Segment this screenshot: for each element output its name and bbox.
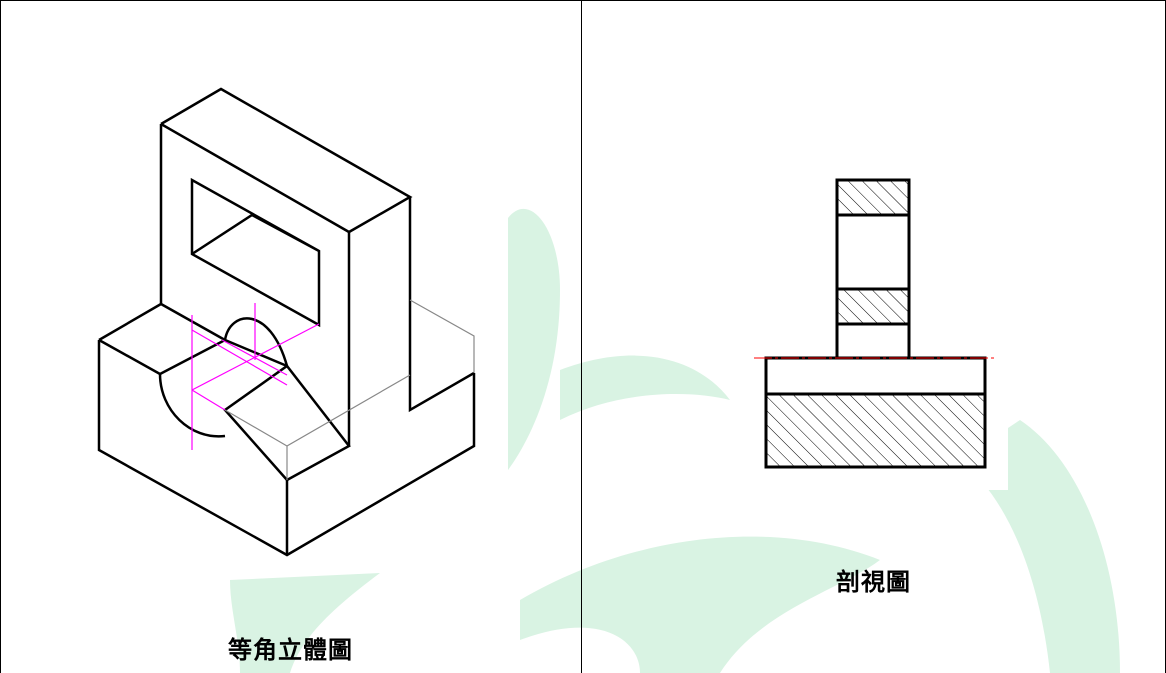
groove (159, 338, 288, 376)
construction-lines (191, 303, 320, 450)
upper-hatch-block (835, 178, 911, 217)
section-panel: 剖視圖 (582, 0, 1165, 673)
lower-hatch-block (835, 287, 911, 326)
base-left-top (98, 338, 161, 376)
upright-back-edge (408, 197, 475, 413)
semicircle-bore (158, 317, 289, 438)
column-divider (581, 0, 582, 673)
base-top-left (98, 302, 226, 342)
isometric-drawing (97, 87, 476, 557)
isometric-panel: 等角立體圖 (0, 0, 581, 673)
isometric-caption: 等角立體圖 (228, 636, 353, 664)
section-drawing (742, 160, 1008, 490)
base-hatch (764, 392, 987, 469)
window-opening (190, 177, 321, 328)
upright-front-face (159, 87, 413, 304)
hidden-lines (224, 299, 475, 480)
section-caption: 剖視圖 (836, 568, 911, 596)
